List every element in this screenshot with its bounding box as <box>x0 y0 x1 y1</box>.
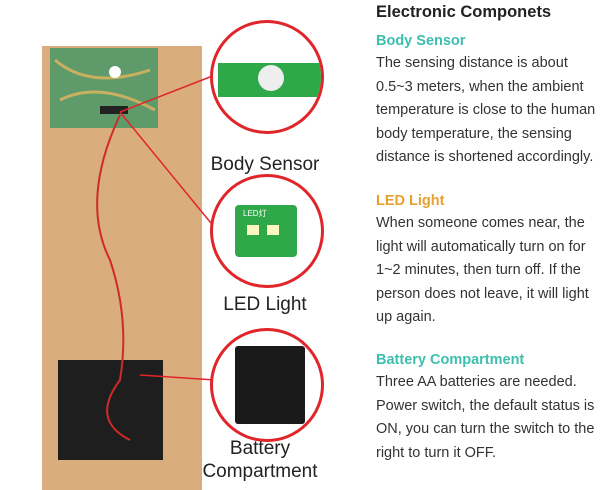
text-battery: Three AA batteries are needed. Power swi… <box>376 374 595 461</box>
led-closeup: LED灯 <box>210 174 324 288</box>
heading-led-light: LED Light <box>376 193 445 209</box>
label-battery: Battery Compartment <box>202 438 318 482</box>
led-board-label: LED灯 <box>243 209 267 218</box>
text-body-sensor: The sensing distance is about 0.5~3 mete… <box>376 55 596 165</box>
wire <box>96 114 131 441</box>
sensor-closeup <box>210 20 324 134</box>
label-body-sensor: Body Sensor <box>210 154 320 175</box>
text-led-light: When someone comes near, the light will … <box>376 215 589 325</box>
green-marble-top <box>50 48 158 128</box>
battery-box <box>58 360 163 460</box>
product-photo <box>42 46 216 490</box>
battery-closeup <box>210 328 324 442</box>
heading-battery: Battery Compartment <box>376 352 525 368</box>
label-led-light: LED Light <box>223 294 307 315</box>
page-title: Electronic Componets <box>376 3 552 21</box>
heading-body-sensor: Body Sensor <box>376 33 466 49</box>
